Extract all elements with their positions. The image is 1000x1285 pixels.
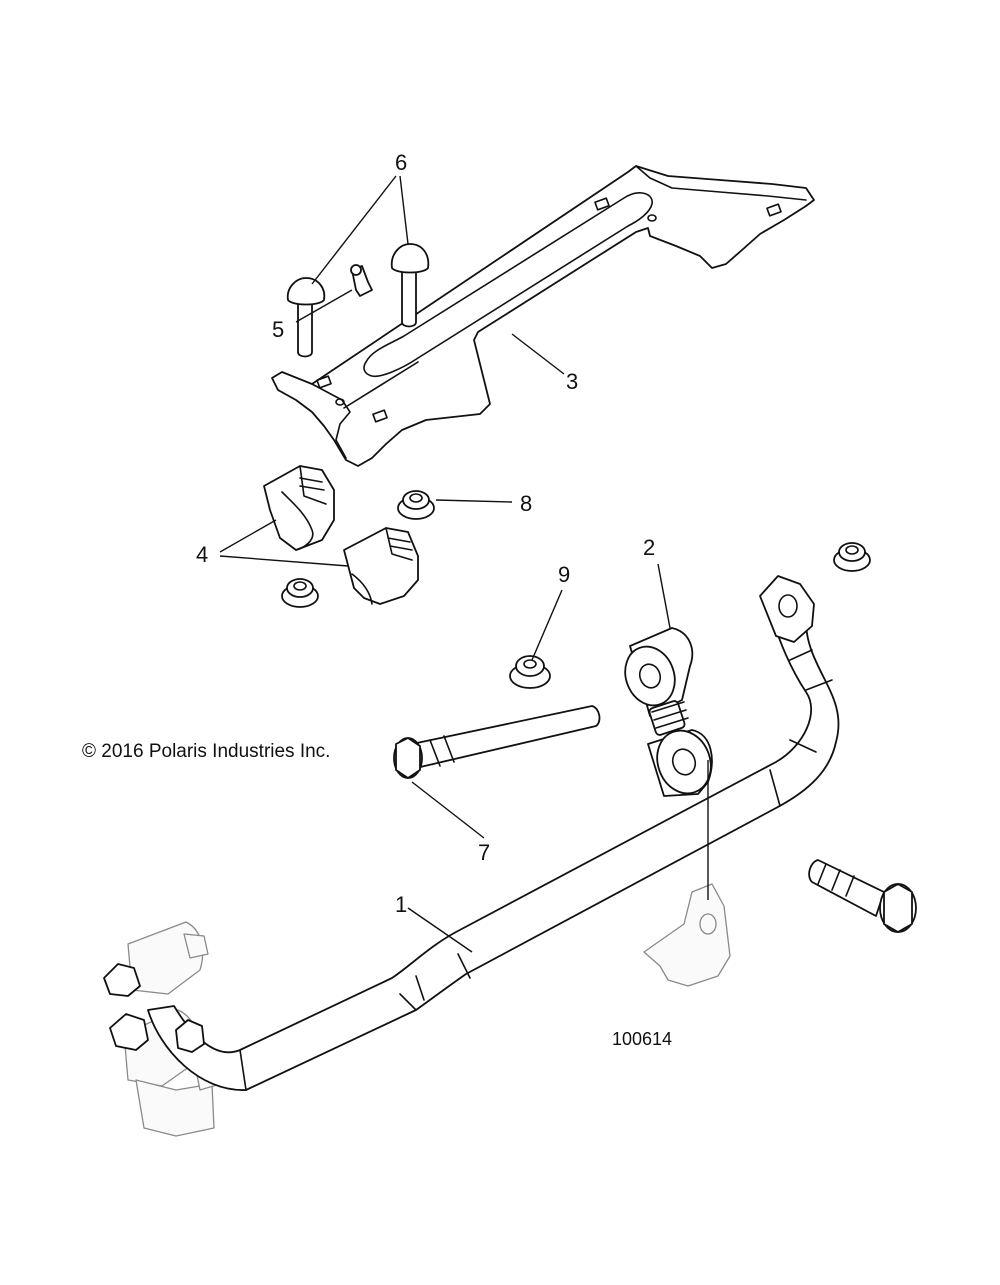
flange-nut-9: [509, 655, 551, 689]
carriage-bolt-right: [390, 243, 430, 328]
callout-4: 4: [196, 542, 208, 567]
frame-mount-ghost-right: [643, 883, 731, 987]
flange-nut-lower-left: [281, 578, 319, 608]
callout-5: 5: [272, 317, 284, 342]
flange-bolt-7: [393, 705, 601, 779]
callout-1: 1: [395, 892, 407, 917]
bushing-lower: [343, 527, 419, 605]
stabilizer-link: [624, 627, 713, 797]
callout-3: 3: [566, 369, 578, 394]
flange-nut-8: [397, 490, 435, 520]
stabilizer-bar: [103, 575, 840, 1091]
grease-fitting: [350, 264, 373, 297]
copyright-notice: © 2016 Polaris Industries Inc.: [82, 741, 330, 762]
callout-8: 8: [520, 491, 532, 516]
callout-2: 2: [643, 535, 655, 560]
flange-nut-upper-right: [833, 542, 871, 572]
drawing-number: 100614: [612, 1029, 672, 1049]
callout-6: 6: [395, 150, 407, 175]
bushing-upper: [263, 465, 335, 551]
callout-7: 7: [478, 840, 490, 865]
flange-bolt-right: [808, 859, 917, 933]
carriage-bolt-left: [286, 277, 326, 358]
callout-9: 9: [558, 562, 570, 587]
mounting-bracket: [271, 165, 815, 467]
leader-lines: [219, 175, 709, 953]
